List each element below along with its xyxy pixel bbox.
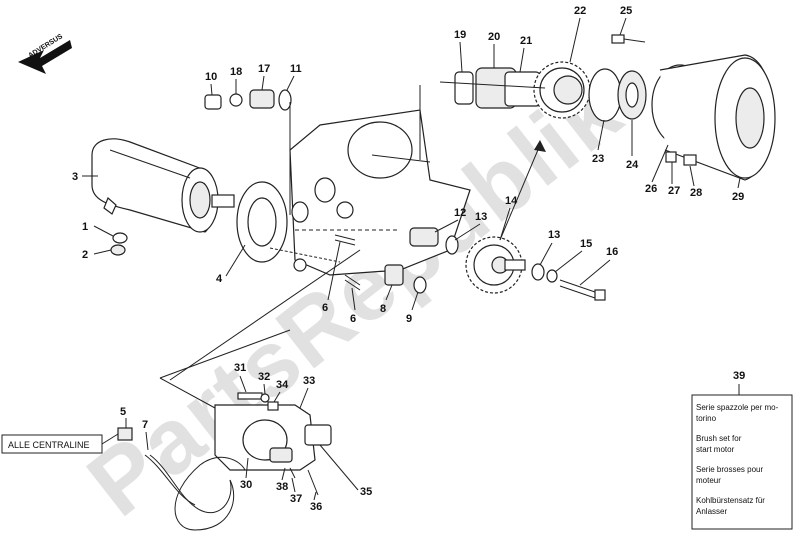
brush-set-line-7: Kohlbürstensatz für [696,496,765,505]
callout-2: 2 [82,249,88,261]
brush-set-line-5: Serie brosses pour [696,465,763,474]
brush-set-box: 39 Serie spazzole per mo- torino Brush s… [691,370,793,530]
brush-set-line-8: Anlasser [696,507,727,516]
callout-29: 29 [732,191,744,203]
bushing [409,227,459,255]
flywheel [651,54,776,181]
bearing [588,68,647,122]
callout-23: 23 [592,153,604,165]
callout-26: 26 [645,183,657,195]
callout-22: 22 [574,5,586,17]
callout-7: 7 [142,419,148,431]
small-gear [384,264,427,294]
assembly-lines [159,81,546,409]
callout-20: 20 [488,31,500,43]
callout-34: 34 [276,379,289,391]
callout-14: 14 [505,195,518,207]
wiring-harness [117,427,246,531]
callout-30: 30 [240,479,252,491]
connector-label: ALLE CENTRALINE [8,440,90,450]
connector-label-box: ALLE CENTRALINE [1,433,119,454]
callout-6b: 6 [350,313,356,325]
nuts [110,232,128,256]
callout-6: 6 [322,302,328,314]
brush-small-parts [237,392,279,411]
callout-25: 25 [620,5,632,17]
brush-set-line-2: torino [696,414,717,423]
gasket [236,181,288,263]
bolt-assembly [531,263,606,301]
screws [611,34,697,166]
callout-4: 4 [216,273,223,285]
callout-16: 16 [606,246,618,258]
callout-33: 33 [303,375,315,387]
callout-36: 36 [310,501,322,513]
brush-screws [289,467,319,496]
starter-motor [91,138,235,233]
callout-32: 32 [258,371,270,383]
callout-8: 8 [380,303,386,315]
callout-31: 31 [234,362,246,374]
callout-12: 12 [454,207,466,219]
callout-28: 28 [690,187,702,199]
brush-set-line-3: Brush set for [696,434,742,443]
callout-10: 10 [205,71,217,83]
callout-11: 11 [290,63,302,75]
callout-39: 39 [733,370,745,382]
callout-18: 18 [230,66,242,78]
callout-13b: 13 [548,229,560,241]
callout-38: 38 [276,481,288,493]
callout-35: 35 [360,486,372,498]
brush-set-line-6: moteur [696,476,721,485]
callout-27: 27 [668,185,680,197]
callout-19: 19 [454,29,466,41]
callout-1: 1 [82,221,88,233]
callout-15: 15 [580,238,592,250]
brush-set-line-4: start motor [696,445,735,454]
mount-screws [334,234,361,291]
callout-24: 24 [626,159,639,171]
cover-housing [289,109,471,276]
brush-set-line-1: Serie spazzole per mo- [696,403,779,412]
shaft-assembly [454,67,541,109]
callout-3: 3 [72,171,78,183]
callout-9: 9 [406,313,412,325]
callout-5: 5 [120,406,126,418]
large-gear [533,61,591,119]
callouts: 1 2 3 4 5 6 6 7 8 9 10 11 12 13 13 14 15… [72,5,744,513]
callout-21: 21 [520,35,532,47]
intermediate-gear [465,236,526,294]
brush-holder-plate [214,404,332,471]
top-small-parts [204,89,292,111]
callout-17: 17 [258,63,270,75]
callout-13: 13 [475,211,487,223]
orientation-arrow: ADVERSUS [18,33,72,74]
callout-37: 37 [290,493,302,505]
